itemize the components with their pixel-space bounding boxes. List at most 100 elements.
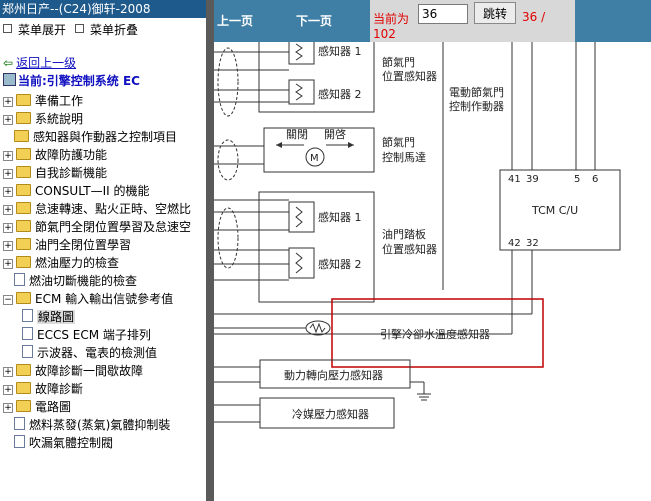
app-title: 郑州日产--(C24)御轩-2008 [0, 0, 206, 18]
next-page-button[interactable]: 下一页 [296, 14, 333, 28]
folder-icon [16, 292, 31, 304]
tree-item[interactable]: +故障診斷 [3, 380, 83, 398]
tcm-pin-bottom: 32 [526, 238, 539, 249]
tree-item[interactable]: −ECM 輸入輸出信號參考值 [3, 290, 173, 308]
expand-icon[interactable]: + [3, 187, 13, 197]
back-arrow-icon: ⇦ [3, 56, 14, 70]
etc-actuator-line1: 電動節氣門 [449, 85, 504, 99]
expand-icon[interactable]: + [3, 385, 13, 395]
thermistor-icon [305, 320, 331, 336]
coolant-sensor-label: 引擎冷卻水溫度感知器 [380, 327, 490, 341]
page-number-input[interactable] [418, 4, 468, 24]
tree-item[interactable]: + 系統說明 [3, 110, 83, 128]
back-link[interactable]: ⇦返回上一级 [3, 56, 77, 70]
pedal-sensor1-label: 感知器 1 [318, 210, 362, 224]
tree-item[interactable]: 感知器與作動器之控制項目 [3, 128, 177, 146]
tree-line-icon [3, 438, 11, 446]
tree-item[interactable]: 示波器、電表的檢測值 [22, 344, 157, 362]
tree-item-label: 電路圖 [35, 400, 72, 414]
tcm-pin-top: 6 [592, 174, 598, 185]
tcm-pin-top: 41 [508, 174, 521, 185]
expand-icon[interactable]: + [3, 205, 13, 215]
pedal-line2: 位置感知器 [382, 242, 437, 256]
wire-bundle [214, 51, 306, 423]
tree-item-label: 燃油壓力的檢查 [35, 256, 120, 270]
tps-sensor2-label: 感知器 2 [318, 87, 362, 101]
highlight-box [331, 298, 544, 368]
tree-item-label: 感知器與作動器之控制項目 [33, 130, 178, 144]
expand-icon[interactable]: + [3, 367, 13, 377]
menu-collapse-button[interactable]: 菜单折叠 [75, 22, 138, 38]
pedal-line1: 油門踏板 [382, 227, 426, 241]
menu-expand-button[interactable]: 菜单展开 [3, 22, 66, 38]
tcm-label: TCM C/U [531, 204, 578, 217]
folder-icon [16, 184, 31, 196]
jump-button[interactable]: 跳转 [474, 2, 516, 24]
expand-icon[interactable]: + [3, 97, 13, 107]
motor-icon [305, 147, 325, 167]
tree-item-label: 故障防護功能 [35, 148, 108, 162]
tree-item[interactable]: ECCS ECM 端子排列 [22, 326, 151, 344]
folder-icon [16, 202, 31, 214]
tree-line-icon [3, 420, 11, 428]
page-total-label: 36 / [522, 10, 546, 24]
tree-item-label: 示波器、電表的檢測值 [37, 346, 158, 360]
folder-icon [16, 400, 31, 412]
refrigerant-sensor-box [259, 397, 395, 429]
tcm-pin-bottom: 42 [508, 238, 521, 249]
tree-item[interactable]: 吹漏氣體控制閥 [3, 434, 113, 452]
tree-item[interactable]: 燃料蒸發(蒸氣)氣體抑制裝 [3, 416, 170, 434]
document-icon [14, 273, 25, 286]
prev-page-button[interactable]: 上一页 [217, 14, 254, 28]
tree-item[interactable]: 燃油切斷機能的檢查 [3, 272, 137, 290]
pedal-sensor-box [258, 191, 375, 303]
folder-icon [16, 364, 31, 376]
page-jump-area: 当前为 跳转 36 / 102 [370, 0, 575, 42]
expand-icon[interactable]: + [3, 223, 13, 233]
tree-item-label: 燃料蒸發(蒸氣)氣體抑制裝 [29, 418, 171, 432]
tree-item[interactable]: + 故障診斷一間歇故障 [3, 362, 143, 380]
tree-item[interactable]: + 故障防護功能 [3, 146, 107, 164]
computer-icon [3, 73, 16, 86]
expand-icon[interactable]: + [3, 259, 13, 269]
page-toolbar: 上一页 下一页 当前为 跳转 36 / 102 [214, 0, 651, 42]
folder-icon [16, 238, 31, 250]
tree-item[interactable]: +自我診斷機能 [3, 164, 107, 182]
folder-icon [16, 112, 31, 124]
page-total-count: 102 [373, 27, 396, 41]
page-prefix-label: 当前为 [373, 12, 410, 26]
tree-item[interactable]: +油門全閉位置學習 [3, 236, 131, 254]
document-icon [22, 309, 33, 322]
tree-item[interactable]: + 燃油壓力的檢查 [3, 254, 119, 272]
tree-item-label: 故障診斷一間歇故障 [35, 364, 144, 378]
tree-item[interactable]: +CONSULT—II 的機能 [3, 182, 149, 200]
folder-icon [16, 256, 31, 268]
connector-dashed-left [217, 47, 239, 269]
tree-line-icon [3, 276, 11, 284]
throttle-sensor-box [258, 42, 375, 113]
expand-icon[interactable]: + [3, 151, 13, 161]
folder-icon [16, 382, 31, 394]
tcm-box [499, 169, 621, 251]
document-icon [22, 345, 33, 358]
folder-icon [16, 94, 31, 106]
tree-item[interactable]: + 電路圖 [3, 398, 71, 416]
collapse-icon[interactable]: − [3, 295, 13, 305]
panel-splitter[interactable] [206, 0, 214, 501]
sidebar-tree-panel: 郑州日产--(C24)御轩-2008 菜单展开 菜单折叠 ⇦返回上一级 当前:引… [0, 0, 206, 501]
document-icon [14, 417, 25, 430]
throttle-pos-line1: 節氣門 [382, 55, 415, 69]
folder-icon [16, 220, 31, 232]
expand-icon[interactable]: + [3, 115, 13, 125]
power-steering-sensor-box [259, 359, 411, 389]
expand-icon[interactable]: + [3, 169, 13, 179]
tree-item[interactable]: + 節氣門全閉位置學習及怠速空 [3, 218, 191, 236]
expand-icon[interactable]: + [3, 241, 13, 251]
tree-item-label: 系統說明 [35, 112, 84, 126]
tree-item[interactable]: 線路圖 [22, 308, 76, 326]
expand-icon[interactable]: + [3, 403, 13, 413]
tcm-pin-top: 39 [526, 174, 539, 185]
tree-item-label: 節氣門全閉位置學習及怠速空 [35, 220, 192, 234]
tree-item[interactable]: +怠速轉速、點火正時、空燃比 [3, 200, 191, 218]
tree-item[interactable]: +準備工作 [3, 92, 83, 110]
